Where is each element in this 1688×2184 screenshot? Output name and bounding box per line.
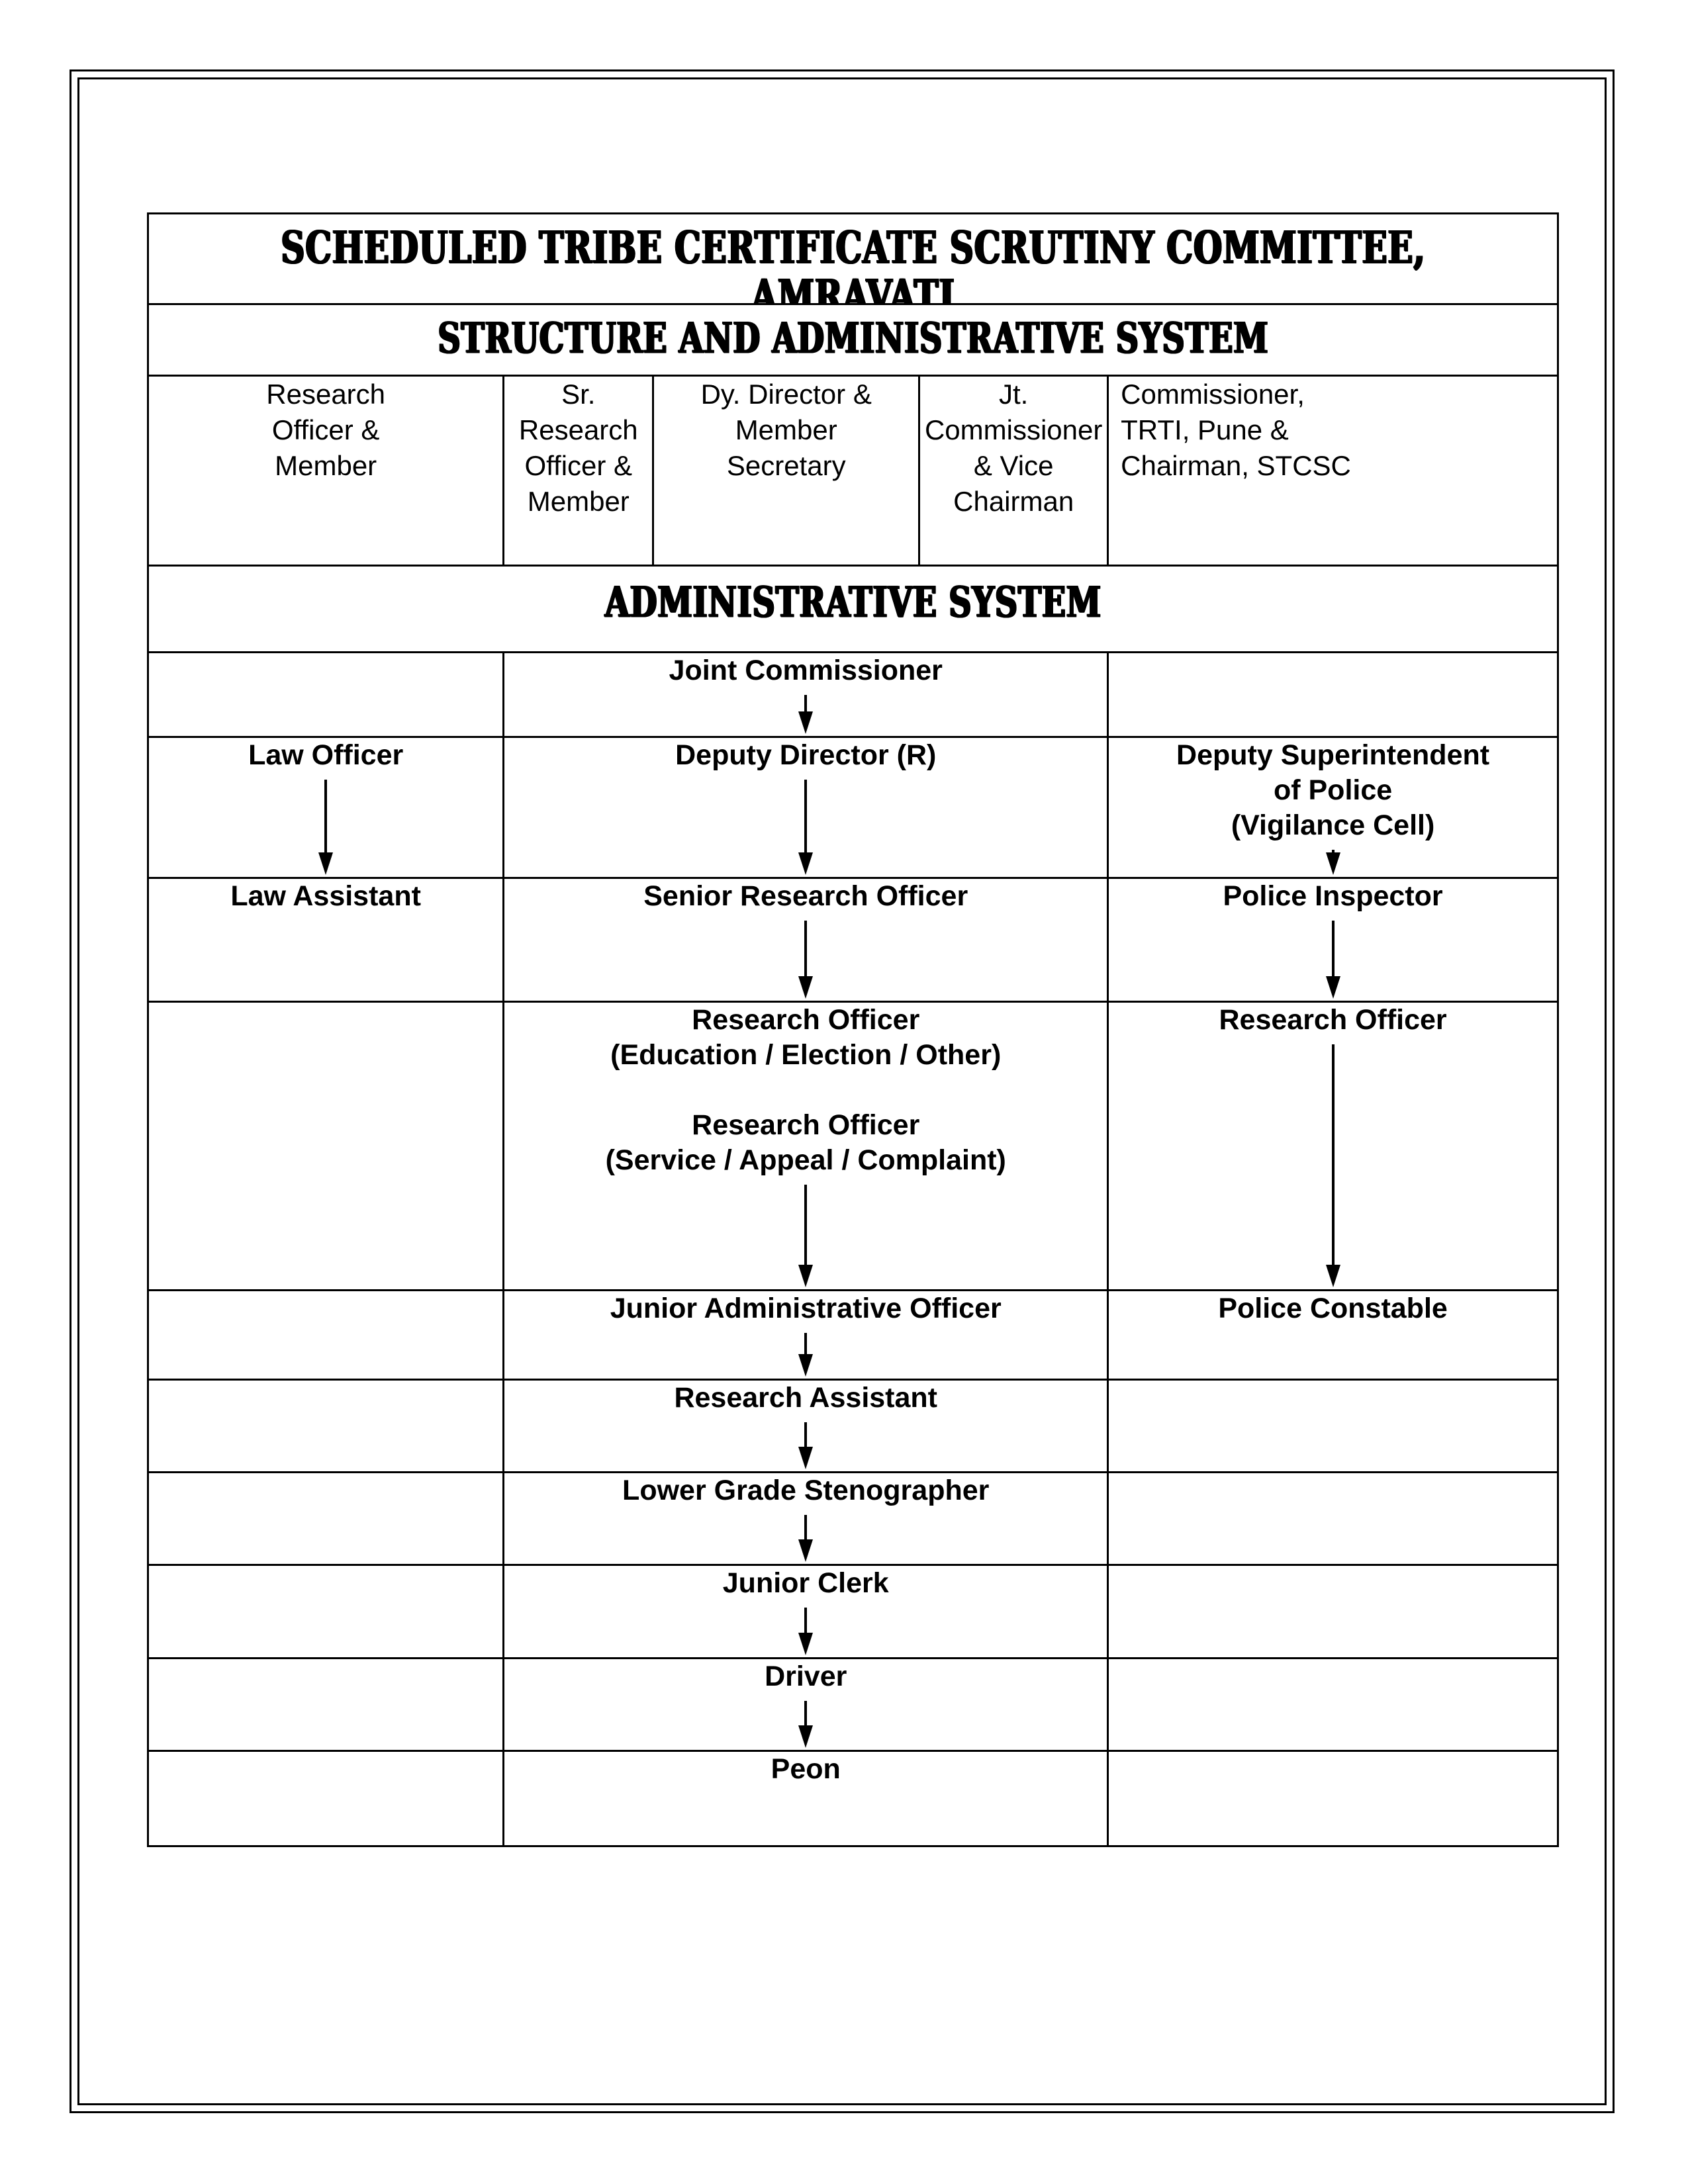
vigilance-column-cell-3: Research Officer — [1107, 1001, 1559, 1291]
vigilance-column-cell-6 — [1107, 1471, 1559, 1566]
legal-column-cell-2: Law Assistant — [146, 877, 505, 1003]
vigilance-column-cell-5 — [1107, 1379, 1559, 1473]
legal-column-cell-3 — [146, 1001, 505, 1291]
hierarchy-node-label: Research Assistant — [674, 1382, 937, 1414]
legal-column-cell-4 — [146, 1289, 505, 1381]
down-arrow-icon — [796, 780, 816, 875]
hierarchy-node-label: Junior Clerk — [722, 1567, 889, 1599]
hierarchy-node-label: Research Officer (Education / Election /… — [605, 1004, 1006, 1176]
research-column-cell-3: Research Officer (Education / Election /… — [502, 1001, 1109, 1291]
down-arrow-icon — [796, 1515, 816, 1562]
hierarchy-node-label: Research Officer — [1219, 1004, 1447, 1036]
document-title-cell: SCHEDULED TRIBE CERTIFICATE SCRUTINY COM… — [147, 212, 1559, 329]
member-cell-sr-research-officer: Sr. Research Officer & Member — [502, 375, 655, 567]
down-arrow-icon — [796, 1333, 816, 1377]
vigilance-column-cell-8 — [1107, 1657, 1559, 1752]
research-column-cell-8: Driver — [502, 1657, 1109, 1752]
hierarchy-row: Lower Grade Stenographer — [146, 1471, 1559, 1566]
research-column-cell-1: Deputy Director (R) — [502, 736, 1109, 879]
down-arrow-icon — [1323, 921, 1343, 999]
vigilance-column-cell-9 — [1107, 1750, 1559, 1847]
legal-column-cell-0 — [146, 651, 505, 738]
legal-column-cell-6 — [146, 1471, 505, 1566]
hierarchy-row: Research Assistant — [146, 1379, 1559, 1473]
down-arrow-icon — [796, 1422, 816, 1469]
member-cell-commissioner-chairman: Commissioner, TRTI, Pune & Chairman, STC… — [1107, 375, 1559, 567]
hierarchy-node-label: Police Inspector — [1223, 880, 1443, 912]
legal-column-cell-7 — [146, 1564, 505, 1659]
research-column-cell-4: Junior Administrative Officer — [502, 1289, 1109, 1381]
hierarchy-node-label: Driver — [765, 1661, 847, 1692]
page-title: SCHEDULED TRIBE CERTIFICATE SCRUTINY COM… — [187, 223, 1519, 329]
down-arrow-icon — [1323, 850, 1343, 875]
vigilance-column-cell-0 — [1107, 651, 1559, 738]
research-column-cell-6: Lower Grade Stenographer — [502, 1471, 1109, 1566]
vigilance-column-cell-4: Police Constable — [1107, 1289, 1559, 1381]
research-column-cell-7: Junior Clerk — [502, 1564, 1109, 1659]
hierarchy-row: Joint Commissioner — [146, 651, 1559, 738]
hierarchy-node-label: Deputy Superintendent of Police (Vigilan… — [1176, 739, 1490, 841]
research-column-cell-9: Peon — [502, 1750, 1109, 1847]
legal-column-cell-1: Law Officer — [146, 736, 505, 879]
member-cell-dy-director: Dy. Director & Member Secretary — [652, 375, 921, 567]
hierarchy-row: Law Officer Deputy Director (R) Deputy Sup… — [146, 736, 1559, 879]
down-arrow-icon — [796, 921, 816, 999]
hierarchy-node-label: Lower Grade Stenographer — [622, 1475, 990, 1506]
down-arrow-icon — [1323, 1044, 1343, 1287]
organization-structure-table: SCHEDULED TRIBE CERTIFICATE SCRUTINY COM… — [146, 212, 1559, 1847]
page-border-inner — [77, 77, 1607, 2105]
legal-column-cell-9 — [146, 1750, 505, 1847]
hierarchy-row: Research Officer (Education / Election /… — [146, 1001, 1559, 1291]
committee-members-row: Research Officer & Member Sr. Research O… — [146, 375, 1559, 567]
hierarchy-node-label: Law Officer — [248, 739, 404, 771]
page-border-outer — [70, 69, 1615, 2113]
member-label-3: Dy. Director & Member Secretary — [700, 379, 872, 481]
down-arrow-icon — [316, 780, 336, 875]
down-arrow-icon — [796, 695, 816, 734]
admin-system-banner-row: ADMINISTRATIVE SYSTEM — [147, 565, 1559, 653]
admin-system-heading: ADMINISTRATIVE SYSTEM — [604, 576, 1102, 627]
down-arrow-icon — [796, 1608, 816, 1655]
down-arrow-icon — [796, 1701, 816, 1748]
hierarchy-node-label: Deputy Director (R) — [675, 739, 937, 771]
member-label-2: Sr. Research Officer & Member — [518, 379, 638, 517]
title-row: SCHEDULED TRIBE CERTIFICATE SCRUTINY COM… — [147, 212, 1559, 329]
hierarchy-row: Peon — [146, 1750, 1559, 1847]
hierarchy-node-label: Junior Administrative Officer — [610, 1293, 1002, 1324]
research-column-cell-0: Joint Commissioner — [502, 651, 1109, 738]
legal-column-cell-8 — [146, 1657, 505, 1752]
member-cell-jt-commissioner: Jt. Commissioner & Vice Chairman — [918, 375, 1109, 567]
vigilance-column-cell-2: Police Inspector — [1107, 877, 1559, 1003]
member-label-5: Commissioner, TRTI, Pune & Chairman, STC… — [1121, 379, 1351, 481]
hierarchy-row: Junior Administrative Officer Police Cons… — [146, 1289, 1559, 1381]
research-column-cell-5: Research Assistant — [502, 1379, 1109, 1473]
vigilance-column-cell-1: Deputy Superintendent of Police (Vigilan… — [1107, 736, 1559, 879]
research-column-cell-2: Senior Research Officer — [502, 877, 1109, 1003]
document-subtitle-cell: STRUCTURE AND ADMINISTRATIVE SYSTEM — [147, 303, 1559, 377]
page-subtitle: STRUCTURE AND ADMINISTRATIVE SYSTEM — [438, 312, 1268, 363]
member-label-1: Research Officer & Member — [266, 379, 386, 481]
hierarchy-node-label: Senior Research Officer — [643, 880, 968, 912]
member-label-4: Jt. Commissioner & Vice Chairman — [924, 379, 1103, 517]
hierarchy-node-label: Law Assistant — [230, 880, 421, 912]
member-cell-research-officer: Research Officer & Member — [146, 375, 505, 567]
hierarchy-row: Law Assistant Senior Research Officer Poli… — [146, 877, 1559, 1003]
legal-column-cell-5 — [146, 1379, 505, 1473]
down-arrow-icon — [796, 1185, 816, 1287]
hierarchy-row: Driver — [146, 1657, 1559, 1752]
vigilance-column-cell-7 — [1107, 1564, 1559, 1659]
hierarchy-node-label: Joint Commissioner — [669, 655, 943, 686]
hierarchy-node-label: Police Constable — [1218, 1293, 1448, 1324]
admin-system-banner-cell: ADMINISTRATIVE SYSTEM — [147, 565, 1559, 653]
hierarchy-row: Junior Clerk — [146, 1564, 1559, 1659]
hierarchy-node-label: Peon — [771, 1753, 841, 1785]
title-underline-wrapper: SCHEDULED TRIBE CERTIFICATE SCRUTINY COM… — [166, 223, 1540, 329]
subtitle-row: STRUCTURE AND ADMINISTRATIVE SYSTEM — [147, 303, 1559, 377]
